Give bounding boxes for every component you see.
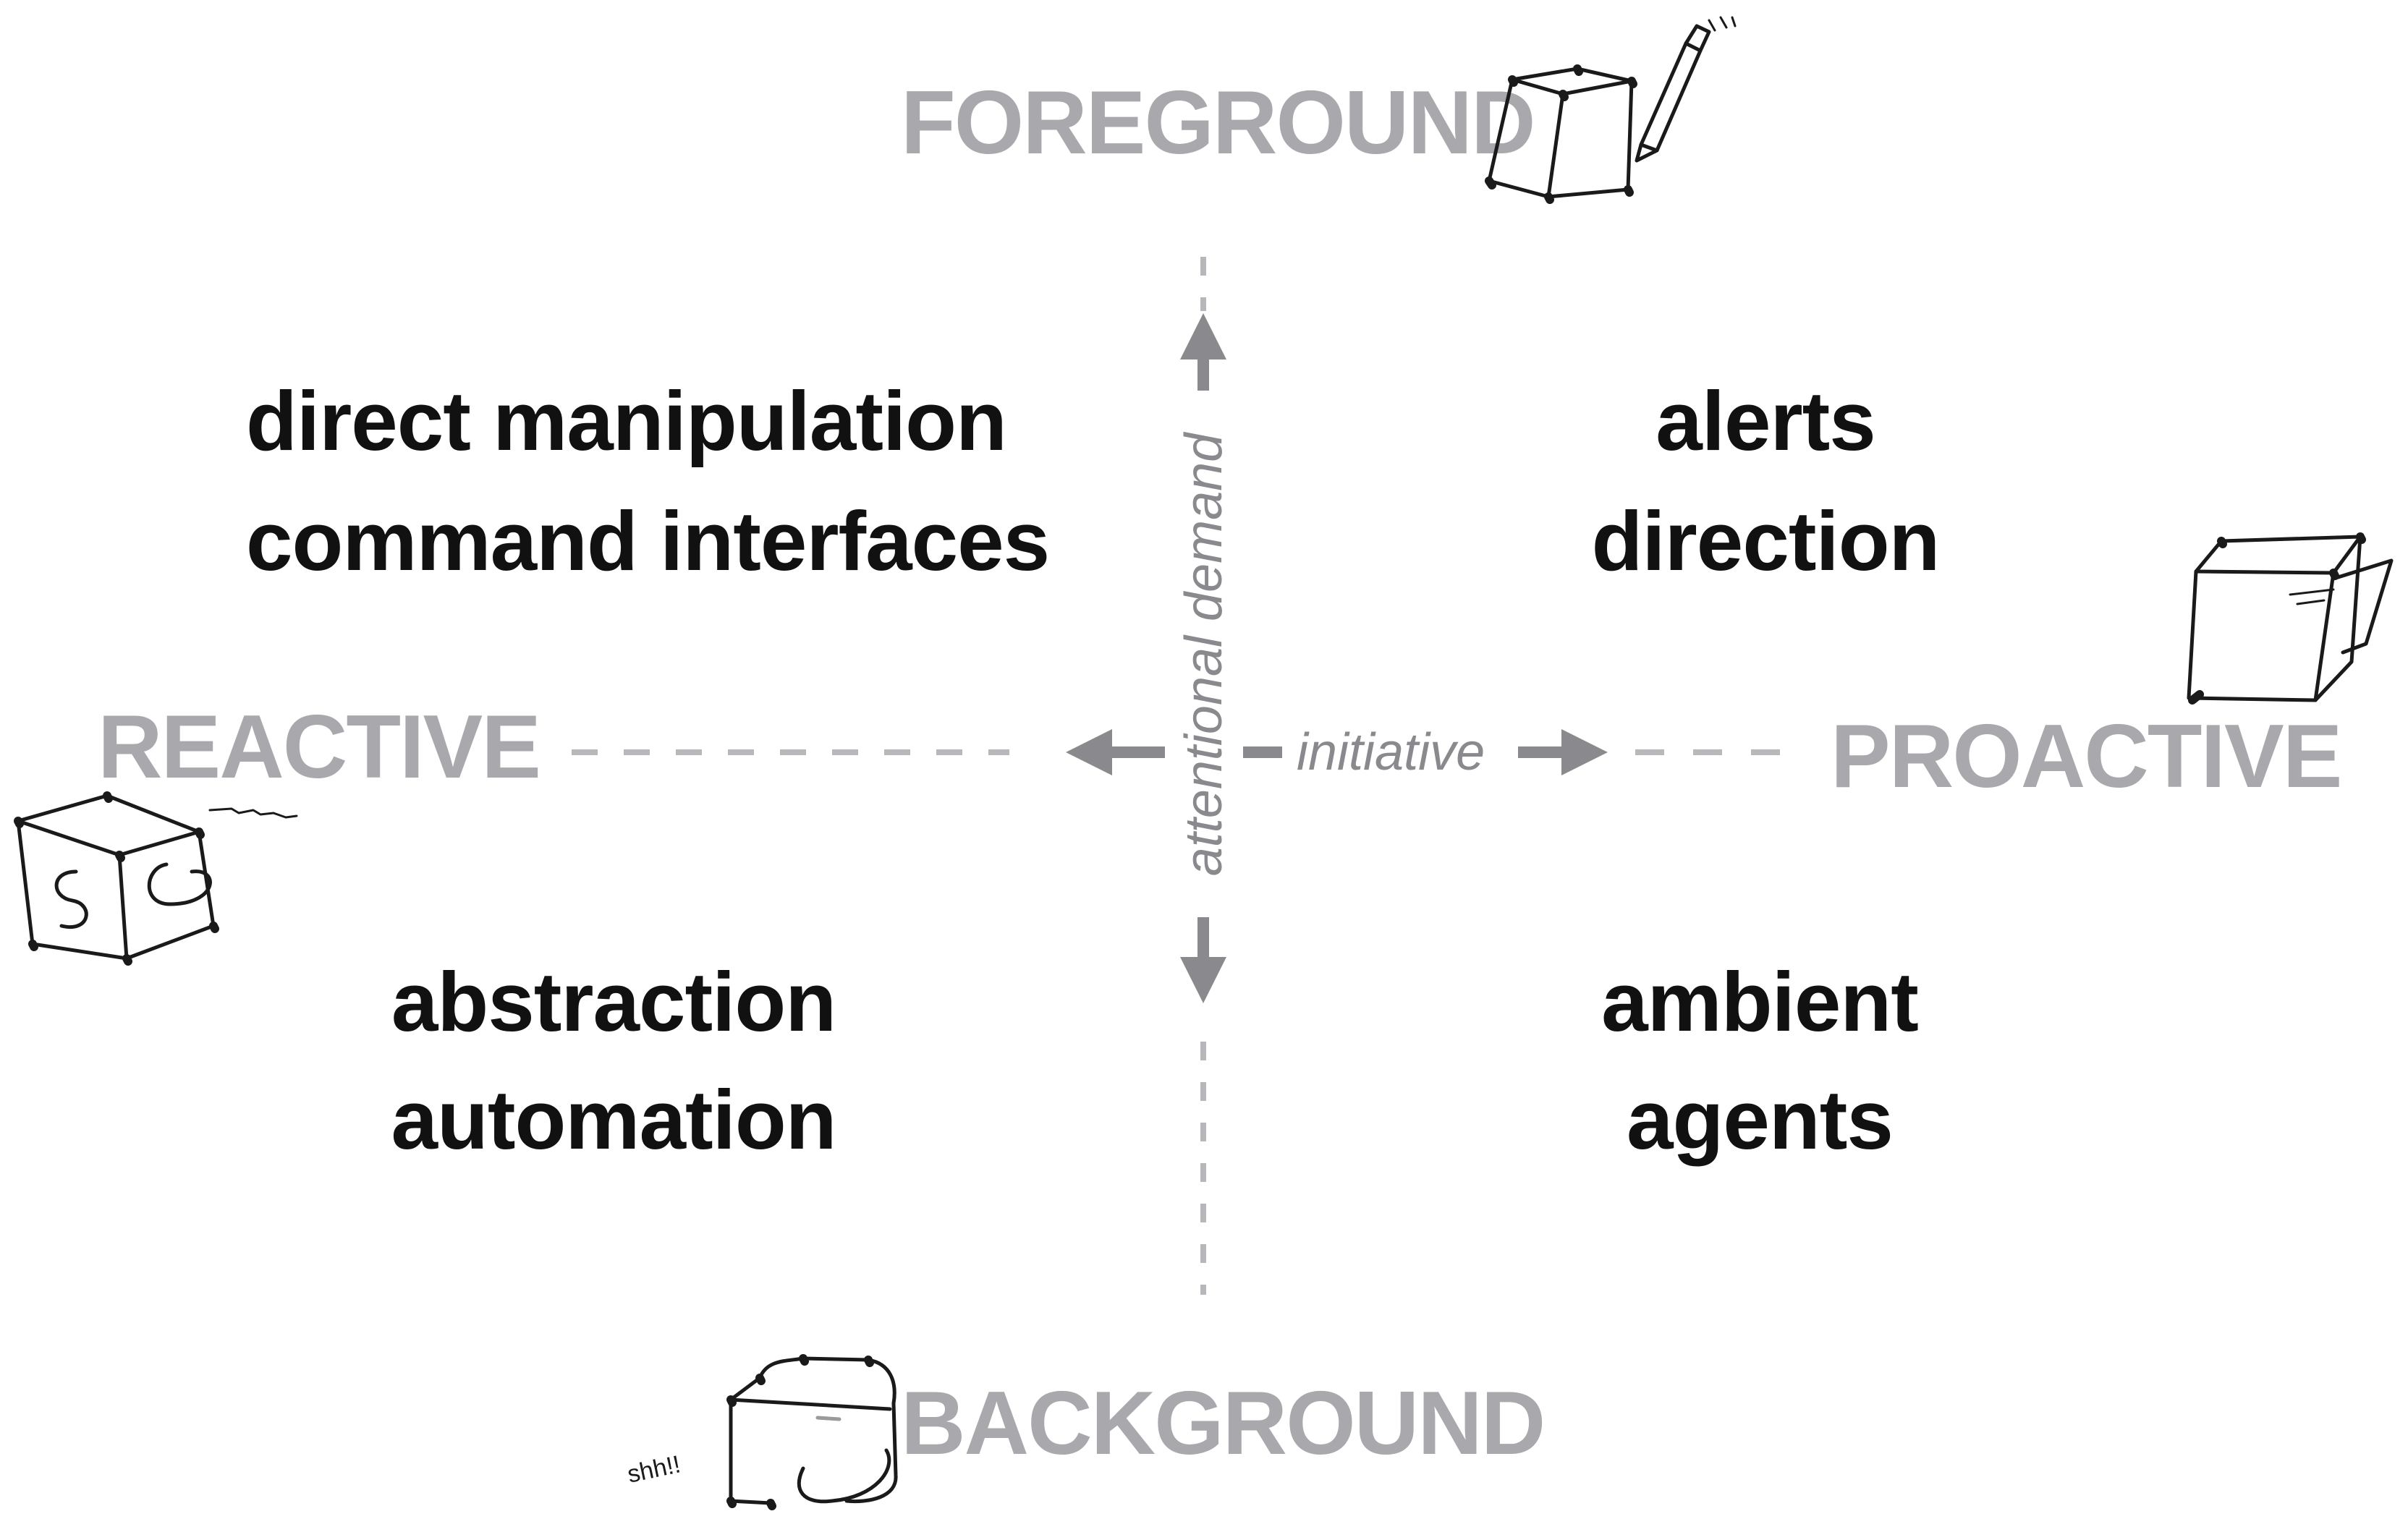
pole-proactive: PROACTIVE (1831, 707, 2341, 807)
quadrant-label-line: command interfaces (246, 494, 1049, 588)
quadrant-label-line: automation (391, 1073, 836, 1167)
quadrant-label-line: direct manipulation (246, 374, 1006, 468)
vertical-axis: attentional demand (1175, 257, 1233, 1295)
pole-reactive: REACTIVE (98, 697, 540, 797)
horizontal-axis: initiative (572, 723, 1787, 781)
quadrant-label-line: direction (1592, 494, 1940, 588)
quadrant-top-right: alerts direction (1592, 374, 1941, 588)
foreground-cube-sketch-icon (1485, 16, 1737, 204)
quadrant-bottom-right: ambient agents (1601, 955, 1919, 1167)
vertical-axis-label: attentional demand (1175, 432, 1233, 876)
proactive-cube-sketch-icon (2187, 532, 2394, 705)
pole-background: BACKGROUND (901, 1374, 1544, 1473)
quadrant-bottom-left: abstraction automation (391, 955, 836, 1167)
quadrant-label-line: abstraction (391, 955, 836, 1049)
quadrant-top-left: direct manipulation command interfaces (246, 374, 1050, 588)
quadrant-label-line: agents (1627, 1073, 1893, 1167)
quadrant-label-line: alerts (1656, 374, 1875, 468)
background-cube-annotation: shh!! (625, 1450, 683, 1488)
pole-foreground: FOREGROUND (901, 73, 1535, 173)
horizontal-axis-label: initiative (1297, 723, 1485, 781)
reactive-cube-sketch-icon (14, 791, 298, 966)
quadrant-label-line: ambient (1601, 955, 1918, 1049)
background-cube-sketch-icon (726, 1354, 898, 1510)
